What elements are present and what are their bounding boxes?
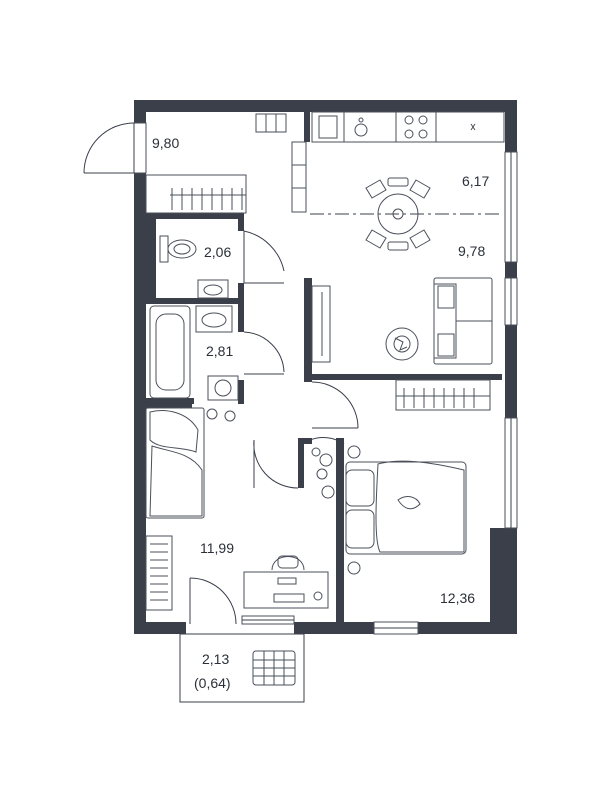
sink-icon <box>195 279 233 333</box>
kitchen-sink-icon <box>318 115 368 139</box>
interior-walls <box>146 112 502 624</box>
window-icon <box>133 122 518 635</box>
single-bed-icon <box>145 407 236 519</box>
double-bed-icon <box>345 460 467 555</box>
bathtub-icon <box>149 305 191 399</box>
laundry-basket-icon <box>252 650 296 686</box>
desk-icon <box>243 571 329 609</box>
room-area-bedroom-left: 11,99 <box>200 540 234 556</box>
wardrobe-icon <box>395 379 491 411</box>
wardrobe-icon <box>145 113 307 214</box>
room-area-bathroom: 2,81 <box>206 343 233 359</box>
door-swing-icon <box>83 122 359 625</box>
chair-icon <box>347 445 361 575</box>
stove-icon <box>311 111 505 143</box>
room-area-toilet: 2,06 <box>204 244 231 260</box>
room-area-kitchen: 6,17 <box>462 173 489 189</box>
plant-icon <box>311 447 335 499</box>
room-area-living: 9,78 <box>458 243 485 259</box>
balcony <box>179 633 305 703</box>
plant-icon <box>385 327 419 361</box>
exterior-walls <box>134 100 517 634</box>
tv-stand-icon <box>311 285 331 363</box>
sofa-icon <box>433 277 493 365</box>
chair-icon <box>271 555 305 571</box>
wardrobe-icon <box>145 535 173 611</box>
room-area-balcony: 2,13 <box>202 651 229 667</box>
room-area-bedroom-right: 12,36 <box>440 590 475 606</box>
toilet-icon <box>159 235 197 263</box>
dining-table-icon <box>365 177 431 251</box>
room-area-balcony-reduced: (0,64) <box>194 675 231 691</box>
washing-machine-icon <box>207 375 239 401</box>
room-area-hallway: 9,80 <box>152 135 179 151</box>
